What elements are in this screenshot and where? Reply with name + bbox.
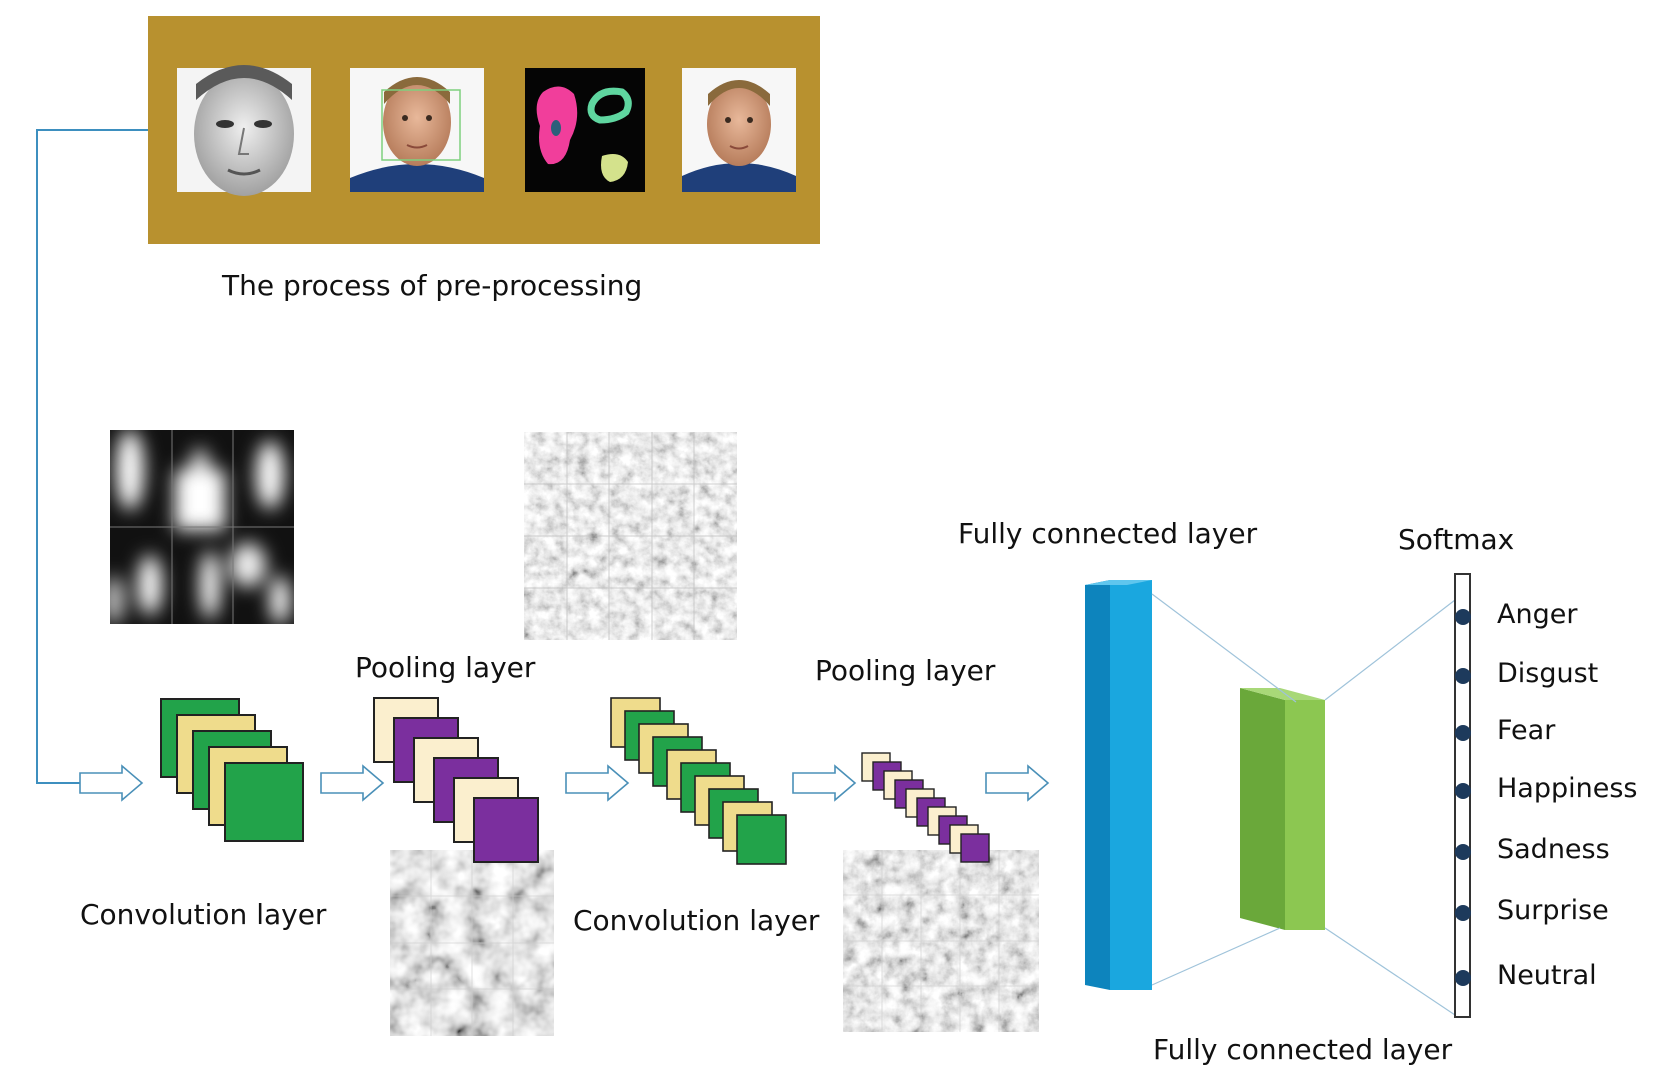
- pool2-label: Pooling layer: [815, 654, 996, 687]
- pool1-map-6: [473, 797, 539, 863]
- fc2-front-face: [1285, 700, 1325, 930]
- grayscale-face-image: [177, 65, 311, 196]
- flow-arrow-2: [320, 764, 385, 802]
- emotion-label-anger: Anger: [1497, 599, 1578, 630]
- face-detection-image: [350, 68, 484, 192]
- fc1-label: Fully connected layer: [958, 517, 1258, 550]
- pool1-label: Pooling layer: [355, 651, 536, 684]
- conv1-feature-stack: [160, 698, 304, 842]
- emotion-label-sadness: Sadness: [1497, 834, 1610, 865]
- flow-arrow-1: [79, 764, 144, 802]
- flow-arrows: [79, 764, 1050, 802]
- emotion-label-happiness: Happiness: [1497, 773, 1638, 804]
- conv2-map-10: [736, 814, 787, 865]
- preprocessing-panel: [148, 16, 820, 244]
- fc1-block: [1085, 580, 1152, 990]
- softmax-node-2: [1455, 668, 1471, 684]
- conv2-feature-maps: [524, 432, 737, 640]
- preprocessing-label: The process of pre-processing: [222, 269, 643, 302]
- fc2-label: Fully connected layer: [1153, 1033, 1453, 1066]
- softmax-node-1: [1455, 609, 1471, 625]
- pool2-feature-stack: [861, 752, 990, 863]
- fc1-side-face: [1085, 580, 1110, 990]
- emotion-label-disgust: Disgust: [1497, 658, 1599, 689]
- segmentation-mask-image: [525, 68, 645, 192]
- emotion-label-surprise: Surprise: [1497, 895, 1609, 926]
- conv1-map-5: [224, 762, 304, 842]
- pool2-feature-maps: [843, 850, 1039, 1032]
- fc2-side-face: [1240, 688, 1285, 930]
- softmax-node-6: [1455, 905, 1471, 921]
- panel-connector-line: [36, 129, 148, 784]
- softmax-node-4: [1455, 783, 1471, 799]
- pool1-feature-maps: [390, 850, 554, 1036]
- fc-connector-lines: [1151, 593, 1456, 1016]
- flow-arrow-5: [985, 764, 1050, 802]
- conv2-label: Convolution layer: [573, 904, 820, 937]
- softmax-node-7: [1455, 970, 1471, 986]
- softmax-label: Softmax: [1398, 523, 1515, 556]
- softmax-node-3: [1455, 725, 1471, 741]
- fc1-front-face: [1110, 580, 1152, 990]
- softmax-node-5: [1455, 844, 1471, 860]
- softmax-output-nodes: [1455, 609, 1471, 986]
- emotion-label-fear: Fear: [1497, 715, 1556, 746]
- cropped-face-image: [682, 68, 796, 192]
- flow-arrow-4: [792, 764, 857, 802]
- face-detection-box: [381, 89, 461, 161]
- pool2-map-10: [960, 833, 990, 863]
- emotion-label-neutral: Neutral: [1497, 960, 1597, 991]
- pool1-feature-stack: [373, 697, 539, 863]
- fc2-block: [1240, 688, 1325, 930]
- conv2-feature-stack: [610, 697, 787, 865]
- conv1-filter-visualization: [110, 430, 294, 624]
- conv1-label: Convolution layer: [80, 898, 327, 931]
- flow-arrow-3: [565, 764, 630, 802]
